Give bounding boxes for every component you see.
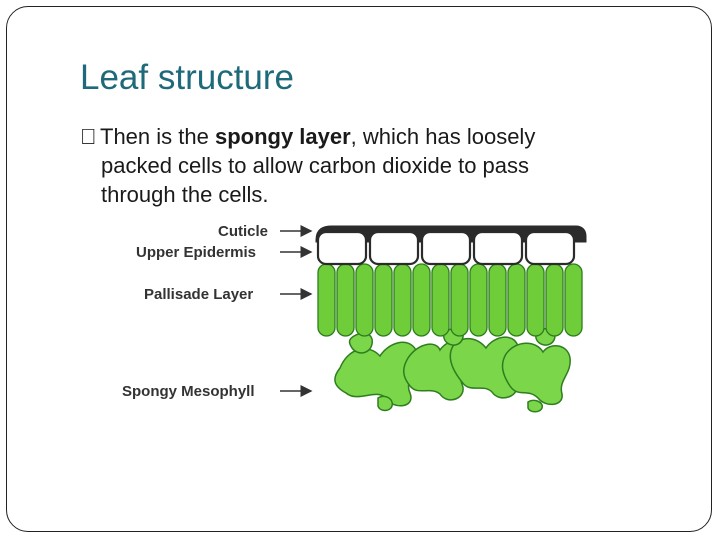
- leaf-cross-section-diagram: Cuticle Upper Epidermis Pallisade Layer …: [122, 223, 587, 413]
- bullet-line-2: packed cells to allow carbon dioxide to …: [101, 153, 530, 178]
- upper-epidermis: [316, 230, 576, 266]
- bullet-rest: , which has loosely: [350, 124, 536, 149]
- label-cuticle: Cuticle: [218, 223, 268, 240]
- spongy-mesophyll: [334, 328, 571, 413]
- bullet-line-3: through the cells.: [101, 182, 269, 207]
- bullet-marker: : [80, 122, 100, 151]
- label-spongy-mesophyll: Spongy Mesophyll: [122, 383, 255, 400]
- bullet-line-1: Then is the spongy layer, which has loo…: [80, 122, 680, 151]
- label-pallisade-layer: Pallisade Layer: [144, 286, 253, 303]
- label-upper-epidermis: Upper Epidermis: [136, 244, 256, 261]
- bullet-lead: Then is the: [100, 124, 215, 149]
- palisade-layer: [317, 263, 583, 337]
- bullet-bold-term: spongy layer: [214, 124, 351, 149]
- bullet-text: Then is the spongy layer, which has loo…: [80, 122, 680, 209]
- slide-title: Leaf structure: [80, 58, 294, 97]
